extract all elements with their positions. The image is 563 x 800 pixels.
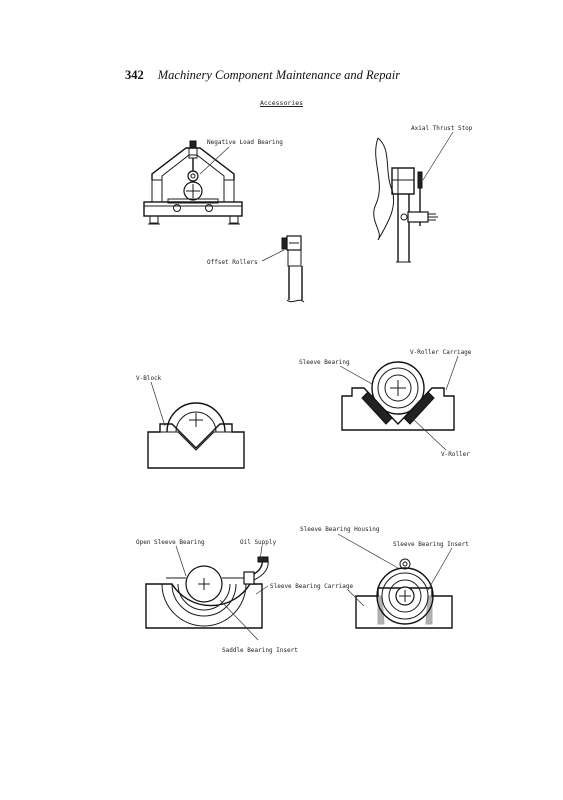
leader-saddle-bearing-insert xyxy=(219,599,259,641)
label-saddle-bearing-insert: Saddle Bearing Insert xyxy=(222,647,298,654)
leader-oil-supply xyxy=(259,545,263,561)
leader-sleeve-bearing-insert xyxy=(427,547,453,591)
negative-load-bearing-drawing xyxy=(143,140,243,225)
label-sleeve-bearing: Sleeve Bearing xyxy=(299,359,350,366)
label-axial-thrust-stop: Axial Thrust Stop xyxy=(411,125,473,132)
leader-offset-rollers xyxy=(261,249,285,262)
label-oil-supply: Oil Supply xyxy=(240,539,277,546)
leader-v-roller-carriage xyxy=(445,355,459,391)
label-open-sleeve-bearing: Open Sleeve Bearing xyxy=(136,539,205,546)
leader-open-sleeve-bearing xyxy=(175,545,187,577)
section-title: Accessories xyxy=(259,99,304,107)
label-v-block: V-Block xyxy=(136,375,162,382)
label-sleeve-bearing-insert: Sleeve Bearing Insert xyxy=(393,541,469,548)
sleeve-bearing-housing-drawing xyxy=(355,558,453,629)
leader-sleeve-bearing-carriage xyxy=(255,585,269,595)
label-v-roller-carriage: V-Roller Carriage xyxy=(410,349,472,356)
v-block-drawing xyxy=(147,402,245,469)
label-sleeve-bearing-carriage: Sleeve Bearing Carriage xyxy=(270,583,353,590)
label-negative-load-bearing: Negative Load Bearing xyxy=(207,139,283,146)
label-v-roller: V-Roller xyxy=(441,451,470,458)
axial-thrust-stop-drawing xyxy=(373,137,438,263)
leader-axial-thrust-stop xyxy=(422,131,454,181)
leader-housing-carriage xyxy=(347,589,365,607)
leader-negative-load-bearing xyxy=(199,146,230,175)
v-roller-carriage-drawing xyxy=(341,361,455,431)
leader-v-roller xyxy=(411,417,447,451)
leader-v-block xyxy=(150,381,166,427)
running-header: 342 Machinery Component Maintenance and … xyxy=(125,66,400,84)
open-sleeve-bearing-drawing xyxy=(145,556,269,629)
label-sleeve-bearing-housing: Sleeve Bearing Housing xyxy=(300,526,380,533)
running-title: Machinery Component Maintenance and Repa… xyxy=(157,68,401,82)
label-offset-rollers: Offset Rollers xyxy=(207,259,258,266)
page-number: 342 xyxy=(125,68,144,82)
leader-sleeve-bearing-housing xyxy=(337,533,399,569)
offset-rollers-drawing xyxy=(281,235,305,303)
leader-sleeve-bearing xyxy=(339,365,373,385)
